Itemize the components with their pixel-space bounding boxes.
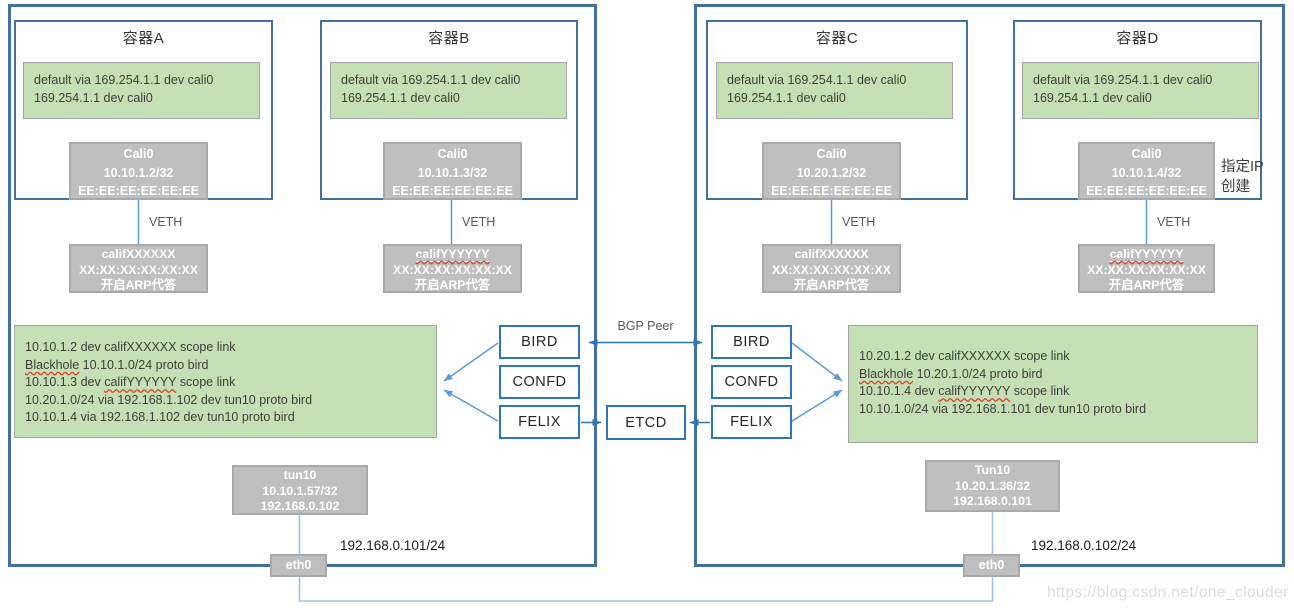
container-route-box: default via 169.254.1.1 dev cali0 169.25… xyxy=(716,62,953,119)
veth-mac: XX:XX:XX:XX:XX:XX xyxy=(393,262,512,277)
route-line: default via 169.254.1.1 dev cali0 xyxy=(727,73,907,87)
veth-arp-note: 开启ARP代答 xyxy=(1108,278,1185,292)
nic-mac: EE:EE:EE:EE:EE:EE xyxy=(1086,184,1207,198)
veth-arp-note: 开启ARP代答 xyxy=(100,278,177,292)
nic-name: Cali0 xyxy=(816,147,847,161)
tun-name: Tun10 xyxy=(974,463,1011,477)
veth-label: VETH xyxy=(462,215,496,229)
assign-ip-note-line1: 指定IP xyxy=(1221,159,1264,175)
veth-name: califXXXXXX xyxy=(101,247,176,261)
route-table-left: 10.10.1.2 dev califXXXXXX scope link Bla… xyxy=(14,325,437,438)
tun10-box-right: Tun10 10.20.1.36/32 192.168.0.101 xyxy=(925,460,1060,512)
bird-box-right: BIRD xyxy=(711,325,792,359)
container-title: 容器D xyxy=(1116,30,1159,47)
route-line: 169.254.1.1 dev cali0 xyxy=(341,91,460,105)
route-table-line: Blackhole 10.10.1.0/24 proto bird xyxy=(25,357,209,372)
nic-ip: 10.10.1.3/32 xyxy=(417,165,488,180)
veth-label: VETH xyxy=(1157,215,1191,229)
confd-box-left: CONFD xyxy=(499,365,580,399)
nic-ip: 10.10.1.4/32 xyxy=(1111,165,1182,180)
cali0-nic-box: Cali0 10.20.1.2/32 EE:EE:EE:EE:EE:EE xyxy=(762,142,901,200)
route-table-line: 10.20.1.2 dev califXXXXXX scope link xyxy=(859,349,1070,363)
route-table-line: 10.10.1.0/24 via 192.168.1.101 dev tun10… xyxy=(859,401,1147,416)
nic-ip: 10.20.1.2/32 xyxy=(796,165,867,180)
cali0-nic-box: Cali0 10.10.1.2/32 EE:EE:EE:EE:EE:EE xyxy=(69,142,208,200)
nic-ip: 10.10.1.2/32 xyxy=(103,165,174,180)
route-table-line: 10.10.1.2 dev califXXXXXX scope link xyxy=(25,340,236,354)
bird-box-left: BIRD xyxy=(499,325,580,359)
veth-name: califYYYYYY xyxy=(1109,247,1184,261)
calif-veth-box: califXXXXXX XX:XX:XX:XX:XX:XX 开启ARP代答 xyxy=(69,244,208,293)
confd-box-right: CONFD xyxy=(711,365,792,399)
assign-ip-note: 指定IP 创建 xyxy=(1221,157,1269,197)
tun-name: tun10 xyxy=(283,468,317,482)
route-table-line: Blackhole 10.20.1.0/24 proto bird xyxy=(859,366,1043,381)
felix-box-left: FELIX xyxy=(499,405,580,439)
route-table-right: 10.20.1.2 dev califXXXXXX scope link Bla… xyxy=(848,325,1258,443)
nic-name: Cali0 xyxy=(123,147,154,161)
felix-box-right: FELIX xyxy=(711,405,792,439)
calif-veth-box: califYYYYYY XX:XX:XX:XX:XX:XX 开启ARP代答 xyxy=(383,244,522,293)
etcd-box: ETCD xyxy=(606,405,686,440)
container-route-box: default via 169.254.1.1 dev cali0 169.25… xyxy=(23,62,260,119)
tun-underlay-ip: 192.168.0.102 xyxy=(260,499,340,513)
veth-mac: XX:XX:XX:XX:XX:XX xyxy=(1087,262,1206,277)
nic-mac: EE:EE:EE:EE:EE:EE xyxy=(771,184,892,198)
route-table-line: 10.10.1.3 dev califYYYYYY scope link xyxy=(25,375,236,389)
route-line: default via 169.254.1.1 dev cali0 xyxy=(1033,73,1213,87)
veth-label: VETH xyxy=(842,215,876,229)
route-line: 169.254.1.1 dev cali0 xyxy=(34,91,153,105)
bgp-peer-label: BGP Peer xyxy=(617,319,674,333)
route-line: 169.254.1.1 dev cali0 xyxy=(727,91,846,105)
nic-name: Cali0 xyxy=(437,147,468,161)
nic-mac: EE:EE:EE:EE:EE:EE xyxy=(392,184,513,198)
veth-name: califXXXXXX xyxy=(794,247,869,261)
route-table-line: 10.20.1.0/24 via 192.168.1.102 dev tun10… xyxy=(25,392,313,407)
veth-mac: XX:XX:XX:XX:XX:XX xyxy=(772,262,891,277)
tun-underlay-ip: 192.168.0.101 xyxy=(953,494,1032,508)
container-title: 容器C xyxy=(815,30,859,47)
container-route-box: default via 169.254.1.1 dev cali0 169.25… xyxy=(330,62,567,119)
veth-label: VETH xyxy=(149,215,183,229)
eth-ip-label-left: 192.168.0.101/24 xyxy=(340,538,446,553)
eth0-box-left: eth0 xyxy=(270,554,327,577)
route-table-line: 10.10.1.4 via 192.168.1.102 dev tun10 pr… xyxy=(25,410,295,424)
calif-veth-box: califYYYYYY XX:XX:XX:XX:XX:XX 开启ARP代答 xyxy=(1078,244,1215,293)
veth-arp-note: 开启ARP代答 xyxy=(414,278,491,292)
nic-mac: EE:EE:EE:EE:EE:EE xyxy=(78,184,199,198)
container-title: 容器A xyxy=(122,30,165,47)
route-line: default via 169.254.1.1 dev cali0 xyxy=(34,73,214,87)
cali0-nic-box: Cali0 10.10.1.4/32 EE:EE:EE:EE:EE:EE xyxy=(1078,142,1215,200)
tun10-box-left: tun10 10.10.1.57/32 192.168.0.102 xyxy=(232,465,368,515)
calif-veth-box: califXXXXXX XX:XX:XX:XX:XX:XX 开启ARP代答 xyxy=(762,244,901,293)
cali0-nic-box: Cali0 10.10.1.3/32 EE:EE:EE:EE:EE:EE xyxy=(383,142,522,200)
route-table-line: 10.10.1.4 dev califYYYYYY scope link xyxy=(859,384,1070,398)
veth-name: califYYYYYY xyxy=(415,247,490,261)
eth-ip-label-right: 192.168.0.102/24 xyxy=(1031,538,1137,553)
tun-ip: 10.20.1.36/32 xyxy=(954,478,1031,493)
route-line: 169.254.1.1 dev cali0 xyxy=(1033,91,1152,105)
eth0-box-right: eth0 xyxy=(963,554,1020,577)
watermark: https://blog.csdn.net/one_clouder xyxy=(1047,584,1289,601)
nic-name: Cali0 xyxy=(1131,147,1162,161)
container-title: 容器B xyxy=(428,30,470,47)
eth-underlay-link xyxy=(298,577,994,602)
container-route-box: default via 169.254.1.1 dev cali0 169.25… xyxy=(1022,62,1259,119)
tun-ip: 10.10.1.57/32 xyxy=(262,483,338,498)
assign-ip-note-line2: 创建 xyxy=(1221,179,1250,195)
veth-arp-note: 开启ARP代答 xyxy=(793,278,870,292)
veth-mac: XX:XX:XX:XX:XX:XX xyxy=(79,262,198,277)
route-line: default via 169.254.1.1 dev cali0 xyxy=(341,73,521,87)
